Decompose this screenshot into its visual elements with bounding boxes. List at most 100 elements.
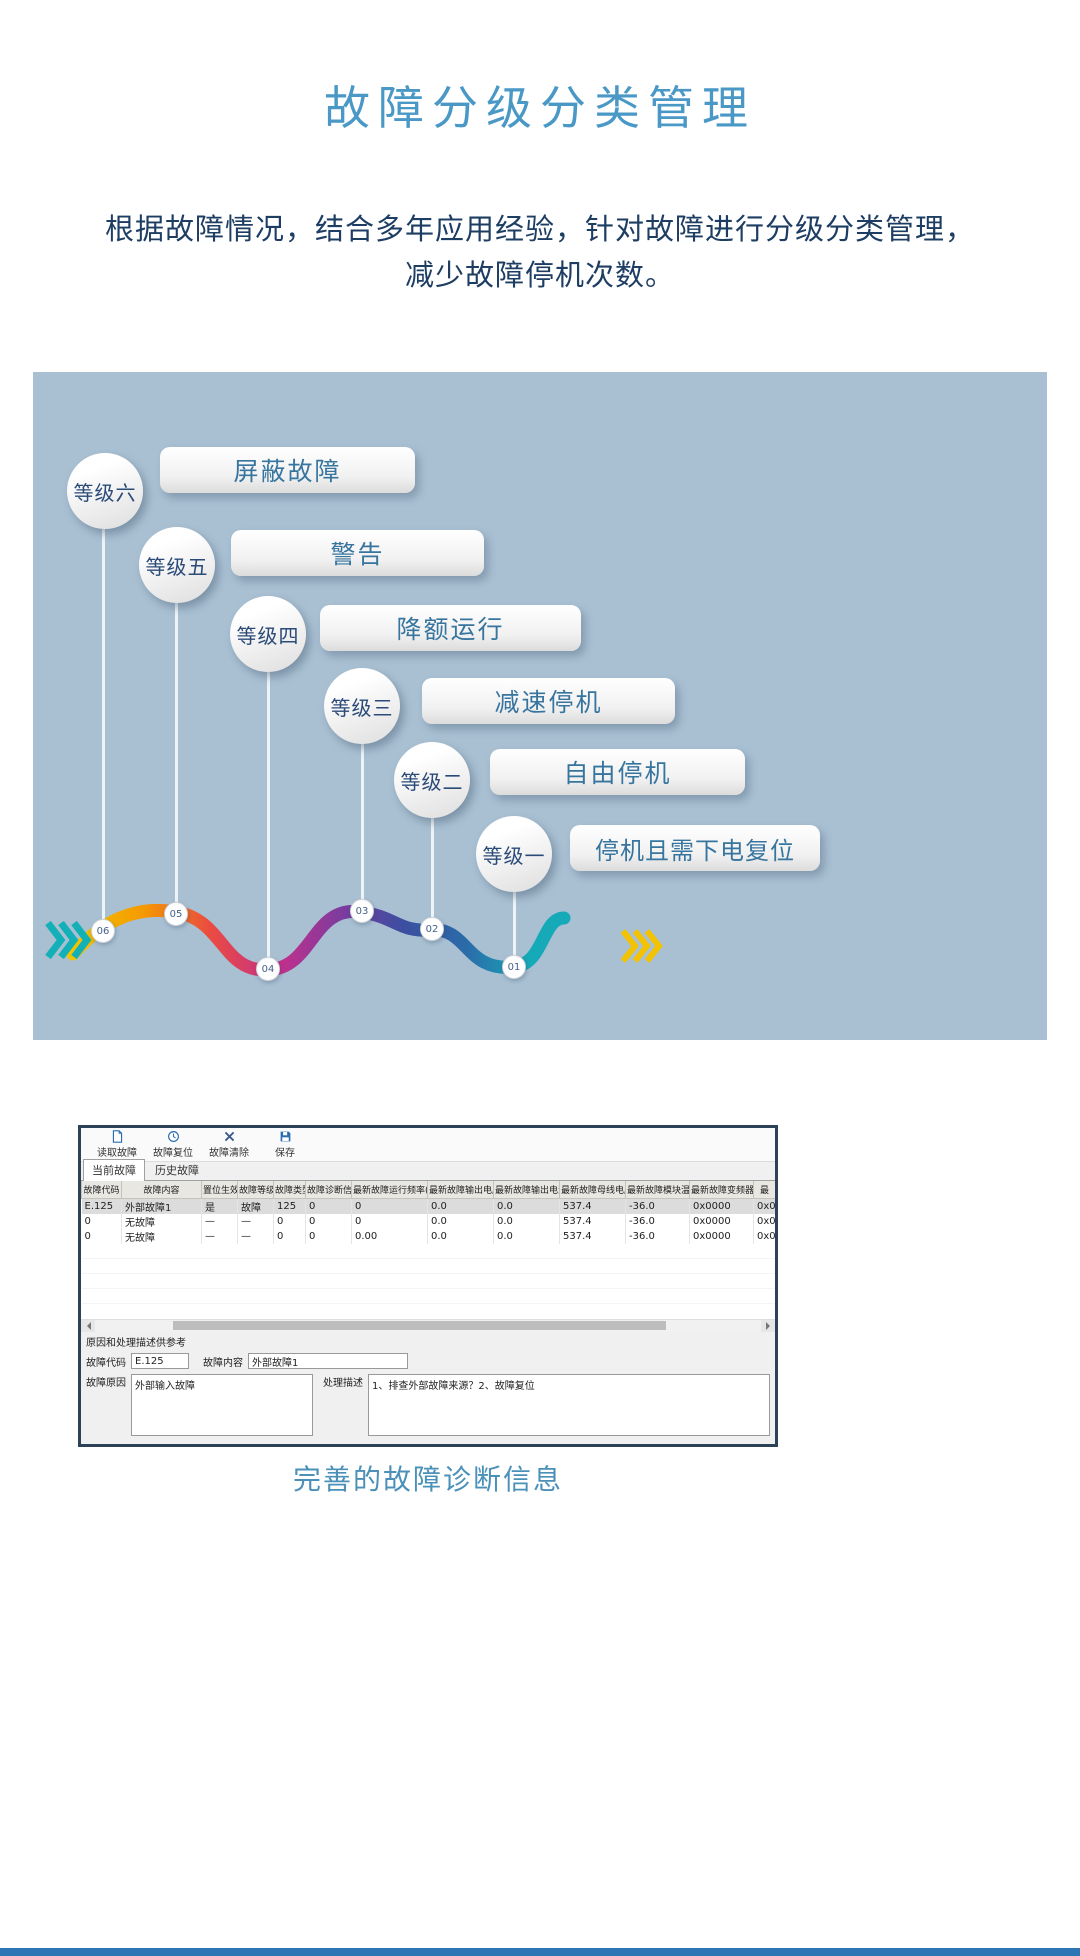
scrollbar-thumb[interactable] (173, 1320, 666, 1330)
read-fault-button[interactable]: 读取故障 (89, 1129, 145, 1161)
level-6-bubble: 等级六 (67, 453, 143, 529)
read-fault-icon (112, 1130, 122, 1143)
column-header[interactable]: 置位生效 (201, 1181, 238, 1199)
fault-reset-label: 故障复位 (153, 1148, 193, 1159)
table-cell: 0 (305, 1213, 352, 1229)
handling-field[interactable]: 1、排查外部故障来源？2、故障复位 (368, 1374, 770, 1436)
table-cell: 0x0 (753, 1228, 775, 1244)
fault-clear-icon (224, 1131, 234, 1142)
column-header[interactable]: 最新故障模块温度(℃) (625, 1181, 690, 1199)
detail-section-label: 原因和处理描述供参考 (86, 1338, 186, 1349)
scroll-right-button[interactable] (761, 1319, 775, 1332)
fault-clear-label: 故障清除 (209, 1148, 249, 1159)
table-row[interactable]: E.125 外部故障1 是 故障 125 0 0 0.0 0.0 537.4 -… (81, 1198, 775, 1214)
table-cell: 0 (273, 1213, 306, 1229)
table-cell: 0 (81, 1228, 122, 1244)
left-chevrons-icon (45, 920, 92, 960)
level-2-node: 02 (420, 917, 444, 941)
column-header[interactable]: 最新故障母线电压(V) (559, 1181, 626, 1199)
subtitle-line-2: 减少故障停机次数。 (404, 258, 675, 292)
scrollbar-track[interactable] (95, 1320, 761, 1332)
column-header[interactable]: 最新故障变频器命令 (689, 1181, 754, 1199)
table-cell: 0 (81, 1213, 122, 1229)
fault-level-infographic: 等级六 屏蔽故障 06 等级五 警告 05 等级四 降额运行 04 等级三 减速… (33, 372, 1047, 1040)
table-cell: — (237, 1213, 274, 1229)
column-header[interactable]: 最新故障运行频率(Hz) (351, 1181, 428, 1199)
level-1-action-pill: 停机且需下电复位 (570, 825, 820, 871)
table-cell: 125 (273, 1198, 306, 1214)
level-3-stem (360, 744, 364, 911)
table-cell: 0.00 (351, 1228, 428, 1244)
tab-current-fault[interactable]: 当前故障 (83, 1159, 145, 1181)
table-cell: 0.0 (427, 1228, 494, 1244)
column-header[interactable]: 故障代码 (81, 1181, 122, 1199)
table-cell: 0.0 (493, 1228, 560, 1244)
fault-reset-icon (167, 1131, 179, 1142)
page-title: 故障分级分类管理 (324, 81, 756, 135)
column-header[interactable]: 故障内容 (121, 1181, 202, 1199)
subtitle-line-1: 根据故障情况，结合多年应用经验，针对故障进行分级分类管理， (104, 212, 975, 246)
level-5-stem (174, 603, 178, 914)
fault-content-field[interactable] (248, 1353, 408, 1369)
column-header[interactable]: 故障诊断信息 (305, 1181, 352, 1199)
level-1-action-label: 停机且需下电复位 (595, 836, 795, 865)
save-label: 保存 (275, 1148, 295, 1159)
table-row (81, 1273, 775, 1289)
table-cell: 故障 (237, 1198, 274, 1214)
fault-table: 故障代码 故障内容 置位生效 故障等级 故障类型 故障诊断信息 最新故障运行频率… (81, 1181, 775, 1304)
table-cell: 537.4 (559, 1228, 626, 1244)
scroll-right-icon (765, 1321, 774, 1330)
level-2-action-label: 自由停机 (563, 759, 672, 788)
column-header[interactable]: 故障类型 (273, 1181, 306, 1199)
table-header-row: 故障代码 故障内容 置位生效 故障等级 故障类型 故障诊断信息 最新故障运行频率… (81, 1181, 775, 1199)
level-6-node: 06 (91, 919, 115, 943)
table-row[interactable]: 0 无故障 — — 0 0 0 0.0 0.0 537.4 -36.0 0x00… (81, 1213, 775, 1229)
table-cell: 0.0 (427, 1213, 494, 1229)
table-row (81, 1243, 775, 1259)
table-cell: 0 (273, 1228, 306, 1244)
fault-table-area: 故障代码 故障内容 置位生效 故障等级 故障类型 故障诊断信息 最新故障运行频率… (81, 1181, 775, 1319)
level-2-bubble: 等级二 (394, 742, 470, 818)
rainbow-wave (66, 903, 571, 977)
scroll-left-button[interactable] (81, 1319, 95, 1332)
fault-code-field[interactable] (131, 1353, 189, 1369)
level-2-action-pill: 自由停机 (490, 749, 745, 795)
table-cell: E.125 (81, 1198, 122, 1214)
table-cell: 0 (305, 1198, 352, 1214)
level-4-label: 等级四 (236, 623, 300, 648)
level-5-bubble: 等级五 (139, 527, 215, 603)
tab-history-fault[interactable]: 历史故障 (155, 1164, 199, 1177)
fault-clear-button[interactable]: 故障清除 (201, 1129, 257, 1161)
level-6-stem (101, 529, 105, 931)
table-cell: 0x0000 (689, 1198, 754, 1214)
table-cell: 无故障 (121, 1228, 202, 1244)
level-1-label: 等级一 (482, 843, 546, 868)
level-5-node: 05 (164, 902, 188, 926)
table-cell: 0 (351, 1213, 428, 1229)
table-cell: 0x0 (753, 1198, 775, 1214)
level-6-action-label: 屏蔽故障 (233, 457, 342, 486)
table-cell: 外部故障1 (121, 1198, 202, 1214)
column-header[interactable]: 故障等级 (237, 1181, 274, 1199)
table-cell: 537.4 (559, 1198, 626, 1214)
level-1-stem (512, 892, 516, 967)
table-cell: 0x0000 (689, 1213, 754, 1229)
fault-tabs: 当前故障 历史故障 (81, 1159, 775, 1181)
level-4-bubble: 等级四 (230, 596, 306, 672)
screenshot-caption: 完善的故障诊断信息 (292, 1463, 563, 1496)
fault-diagnostic-window: 读取故障 故障复位 故障清除 保存 当前故障 历史故障 (78, 1125, 778, 1447)
column-header[interactable]: 最新故障输出电压(V) (427, 1181, 494, 1199)
column-header[interactable]: 最 (753, 1181, 775, 1199)
table-cell: 无故障 (121, 1213, 202, 1229)
column-header[interactable]: 最新故障输出电流(A) (493, 1181, 560, 1199)
right-chevrons-icon (620, 929, 663, 963)
table-cell: 0.0 (427, 1198, 494, 1214)
fault-reset-button[interactable]: 故障复位 (145, 1129, 201, 1161)
fault-reason-field[interactable]: 外部输入故障 (131, 1374, 313, 1436)
level-1-node: 01 (502, 955, 526, 979)
level-3-label: 等级三 (330, 695, 394, 720)
page-subtitle: 根据故障情况，结合多年应用经验，针对故障进行分级分类管理， 减少故障停机次数。 (0, 206, 1080, 298)
table-row[interactable]: 0 无故障 — — 0 0 0.00 0.0 0.0 537.4 -36.0 0… (81, 1228, 775, 1244)
save-button[interactable]: 保存 (257, 1129, 313, 1161)
read-fault-label: 读取故障 (97, 1148, 137, 1159)
